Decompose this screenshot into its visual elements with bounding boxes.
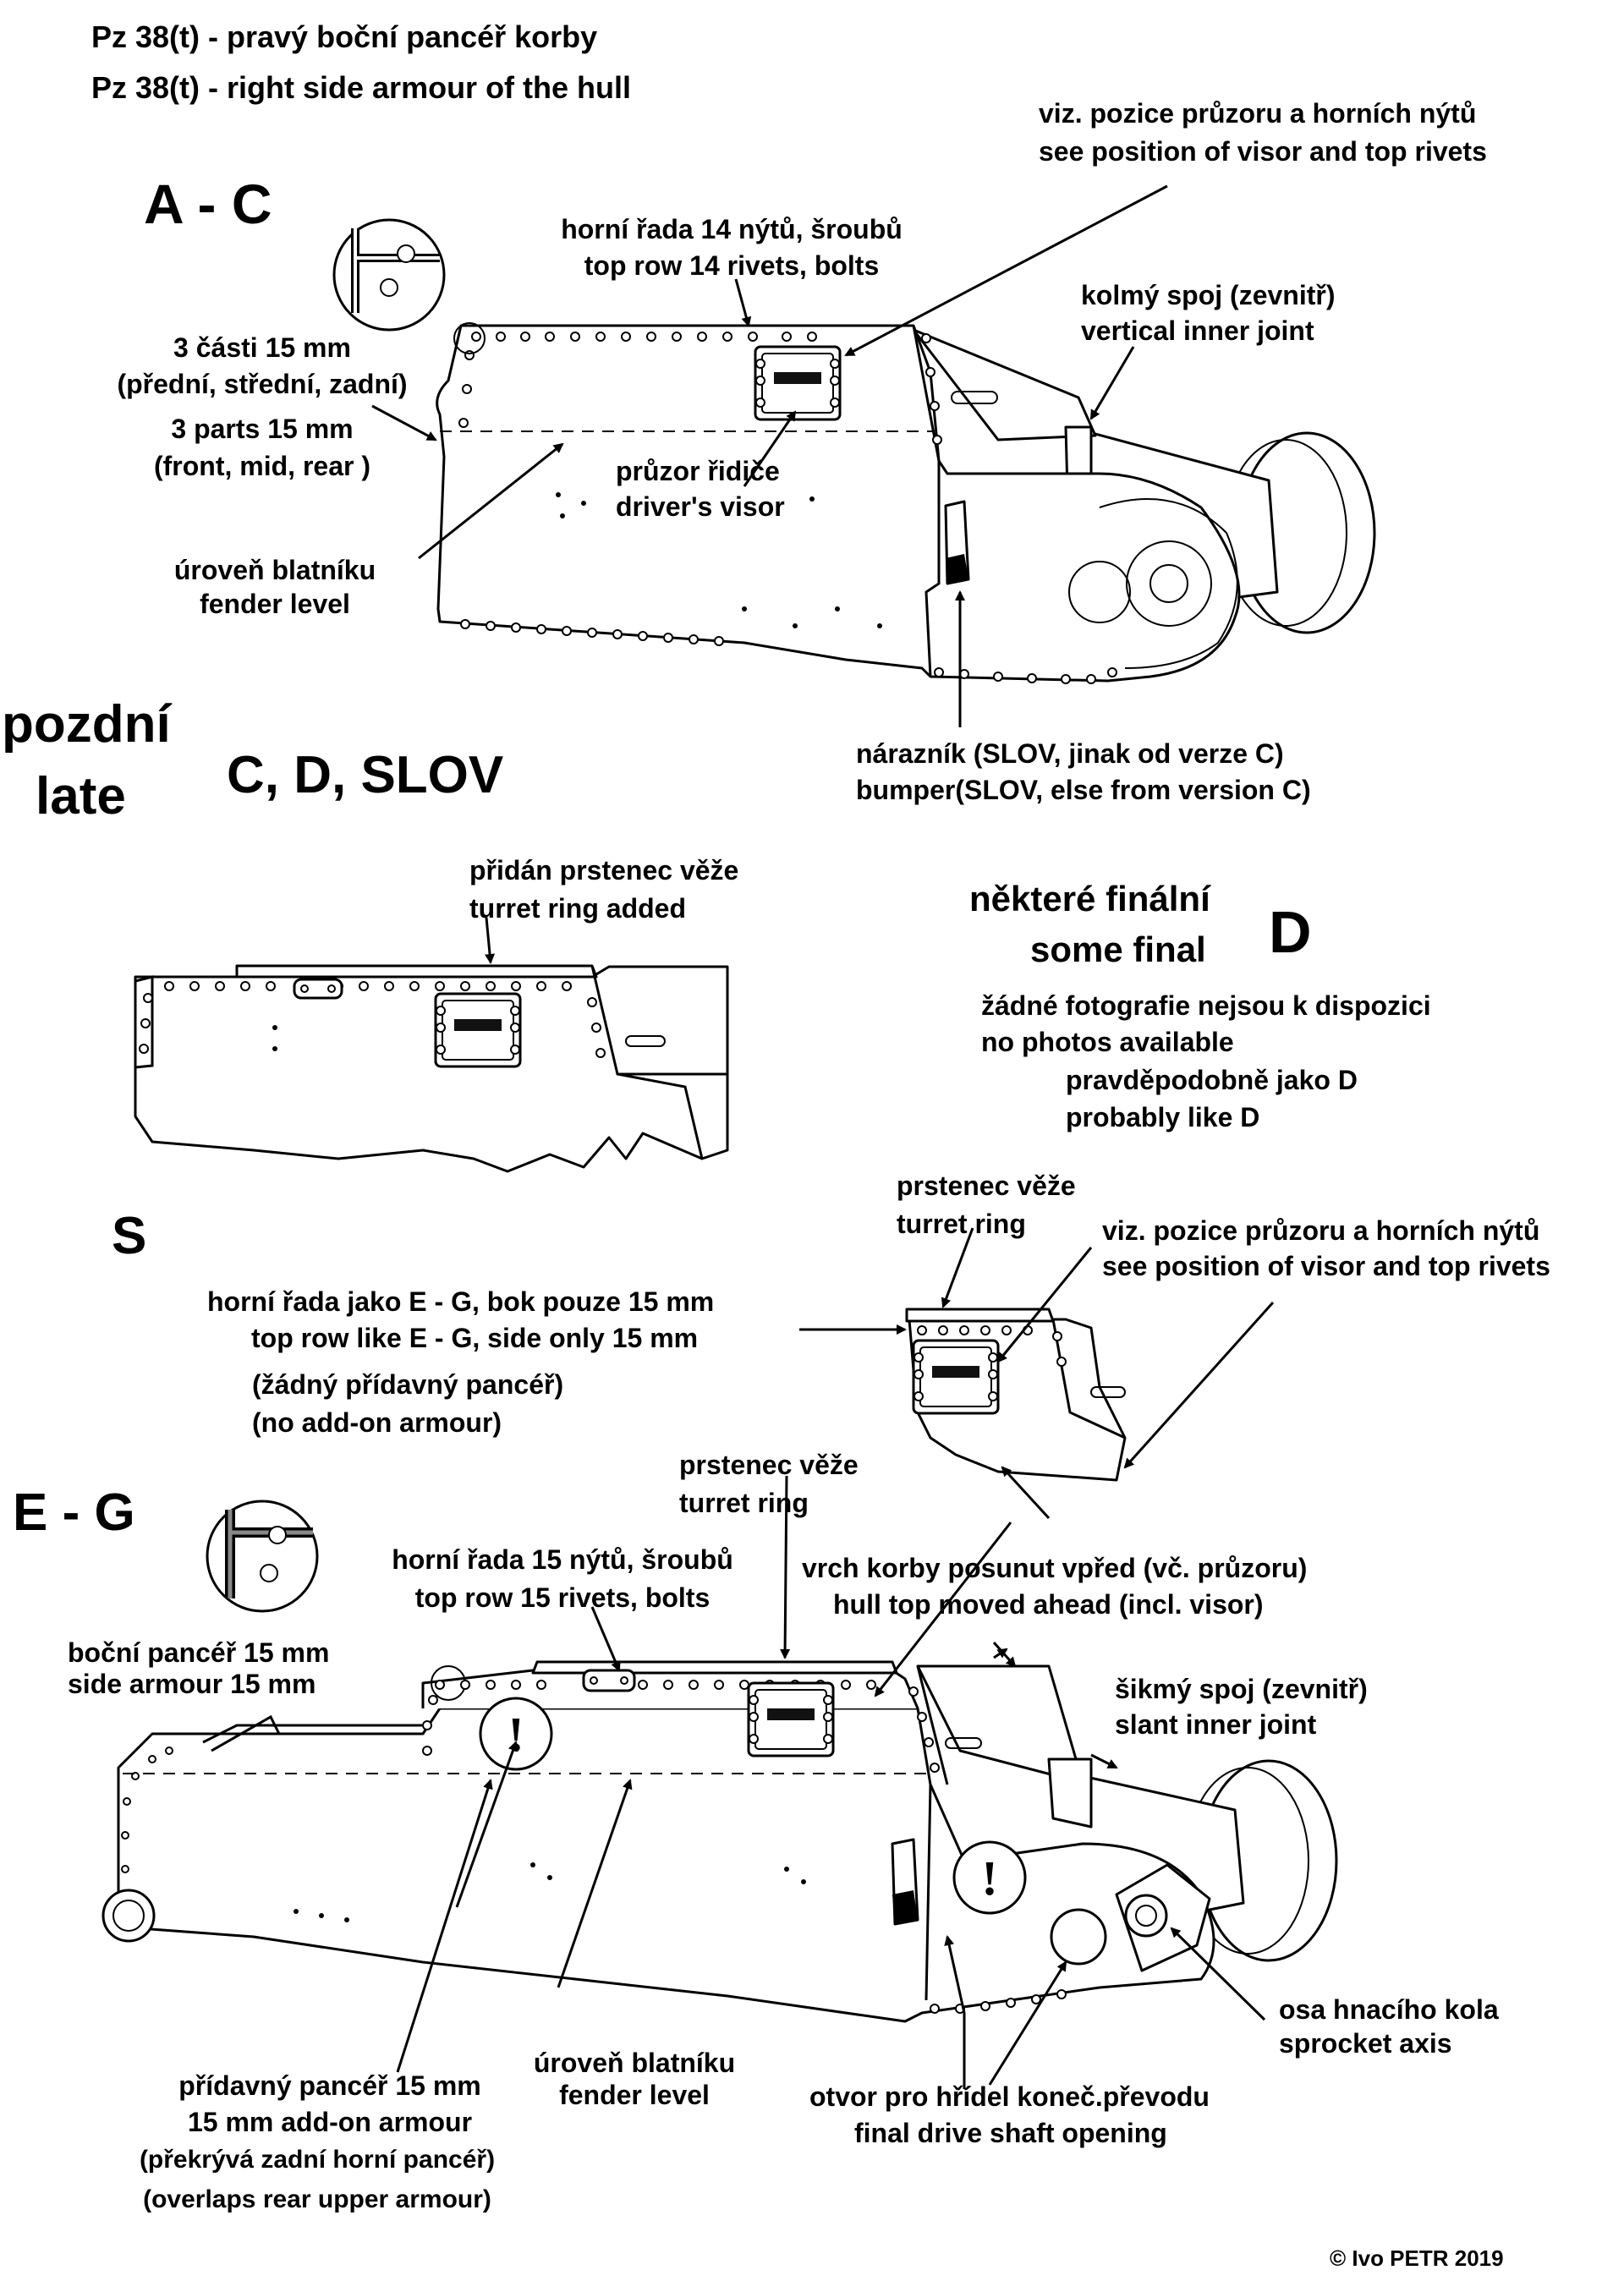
s-leaders	[799, 1227, 1275, 1520]
ac-top-row-cz: horní řada 14 nýtů, šroubů	[561, 214, 903, 244]
version-s: S	[112, 1207, 147, 1265]
svg-text:!: !	[981, 1851, 997, 1905]
svg-text:!: !	[508, 1707, 524, 1762]
eg-hulltop-en: hull top moved ahead (incl. visor)	[833, 1589, 1264, 1620]
ac-hull-drawing	[332, 218, 1376, 684]
eg-fender-en: fender level	[559, 2080, 710, 2110]
s-ring-en: turret ring	[897, 1209, 1026, 1239]
ac-visor-ref-cz: viz. pozice průzoru a horních nýtů	[1039, 98, 1477, 129]
ac-bumper-en: bumper(SLOV, else from version C)	[856, 775, 1311, 805]
final-letter: D	[1269, 899, 1312, 965]
eg-overlap-en: (overlaps rear upper armour)	[143, 2185, 491, 2213]
final-en: some final	[1030, 929, 1206, 969]
cd-ring-cz: přidán prstenec věže	[469, 855, 739, 886]
eg-top-row-en: top row 15 rivets, bolts	[414, 1582, 710, 1613]
s-toprow-en: top row like E - G, side only 15 mm	[251, 1323, 699, 1353]
eg-sprocket-cz: osa hnacího kola	[1279, 1994, 1499, 2025]
ac-parts-cz2: (přední, střední, zadní)	[117, 369, 408, 399]
eg-side-cz: boční pancéř 15 mm	[68, 1637, 330, 1668]
s-visor-ref-en: see position of visor and top rivets	[1102, 1251, 1550, 1281]
final-nophoto-cz: žádné fotografie nejsou k dispozici	[981, 990, 1431, 1021]
s-noaddon-en: (no add-on armour)	[252, 1407, 502, 1438]
eg-addon-en: 15 mm add-on armour	[187, 2107, 473, 2137]
eg-top-row-cz: horní řada 15 nýtů, šroubů	[392, 1544, 733, 1575]
eg-shaft-cz: otvor pro hřídel koneč.převodu	[809, 2081, 1210, 2112]
final-cz: některé finální	[969, 879, 1210, 918]
version-eg: E - G	[13, 1483, 135, 1542]
s-ring-cz: prstenec věže	[897, 1171, 1076, 1201]
eg-sprocket-en: sprocket axis	[1279, 2028, 1452, 2059]
final-like-cz: pravděpodobně jako D	[1066, 1065, 1358, 1095]
ac-visor-cz: průzor řidiče	[616, 456, 780, 486]
s-hull-drawing	[905, 1308, 1127, 1482]
cd-ring-en: turret ring added	[469, 893, 687, 924]
eg-leaders	[396, 1475, 1266, 2089]
s-toprow-cz: horní řada jako E - G, bok pouze 15 mm	[207, 1286, 715, 1317]
version-ac: A - C	[144, 173, 272, 235]
ac-vertical-en: vertical inner joint	[1081, 315, 1314, 346]
late-en: late	[36, 767, 126, 825]
eg-shaft-en: final drive shaft opening	[854, 2118, 1167, 2148]
eg-overlap-cz: (překrývá zadní horní pancéř)	[139, 2146, 496, 2174]
ac-vertical-cz: kolmý spoj (zevnitř)	[1081, 280, 1336, 310]
eg-slant-cz: šikmý spoj (zevnitř)	[1115, 1674, 1368, 1704]
ac-leaders	[371, 184, 1168, 727]
ac-bumper-cz: nárazník (SLOV, jinak od verze C)	[856, 738, 1284, 769]
s-noaddon-cz: (žádný přídavný pancéř)	[252, 1369, 564, 1400]
eg-hulltop-cz: vrch korby posunut vpřed (vč. průzoru)	[802, 1553, 1308, 1583]
ac-parts-en1: 3 parts 15 mm	[171, 414, 354, 444]
title-cz: Pz 38(t) - pravý boční pancéř korby	[91, 19, 598, 54]
copyright: © Ivo PETR 2019	[1330, 2245, 1504, 2271]
ac-visor-en: driver's visor	[616, 491, 785, 522]
eg-ring-en: turret ring	[679, 1488, 809, 1518]
eg-hull-drawing: ! !	[102, 1500, 1338, 2023]
eg-side-en: side armour 15 mm	[68, 1669, 316, 1699]
ac-visor-ref-en: see position of visor and top rivets	[1039, 136, 1487, 167]
title-en: Pz 38(t) - right side armour of the hull	[91, 70, 632, 105]
ac-fender-en: fender level	[200, 589, 350, 619]
eg-addon-cz: přídavný pancéř 15 mm	[178, 2070, 481, 2101]
version-cd: C, D, SLOV	[227, 746, 504, 804]
eg-slant-en: slant inner joint	[1115, 1709, 1317, 1740]
ac-top-row-en: top row 14 rivets, bolts	[584, 250, 880, 281]
eg-fender-cz: úroveň blatníku	[533, 2048, 736, 2078]
final-like-en: probably like D	[1066, 1102, 1260, 1132]
eg-ring-cz: prstenec věže	[679, 1450, 859, 1480]
ac-parts-en2: (front, mid, rear )	[153, 451, 370, 481]
late-cz: pozdní	[2, 695, 171, 754]
ac-fender-cz: úroveň blatníku	[173, 555, 376, 585]
ac-parts-cz1: 3 části 15 mm	[173, 332, 351, 363]
s-visor-ref-cz: viz. pozice průzoru a horních nýtů	[1102, 1215, 1540, 1246]
cd-hull-drawing	[134, 964, 729, 1173]
final-nophoto-en: no photos available	[981, 1027, 1234, 1057]
